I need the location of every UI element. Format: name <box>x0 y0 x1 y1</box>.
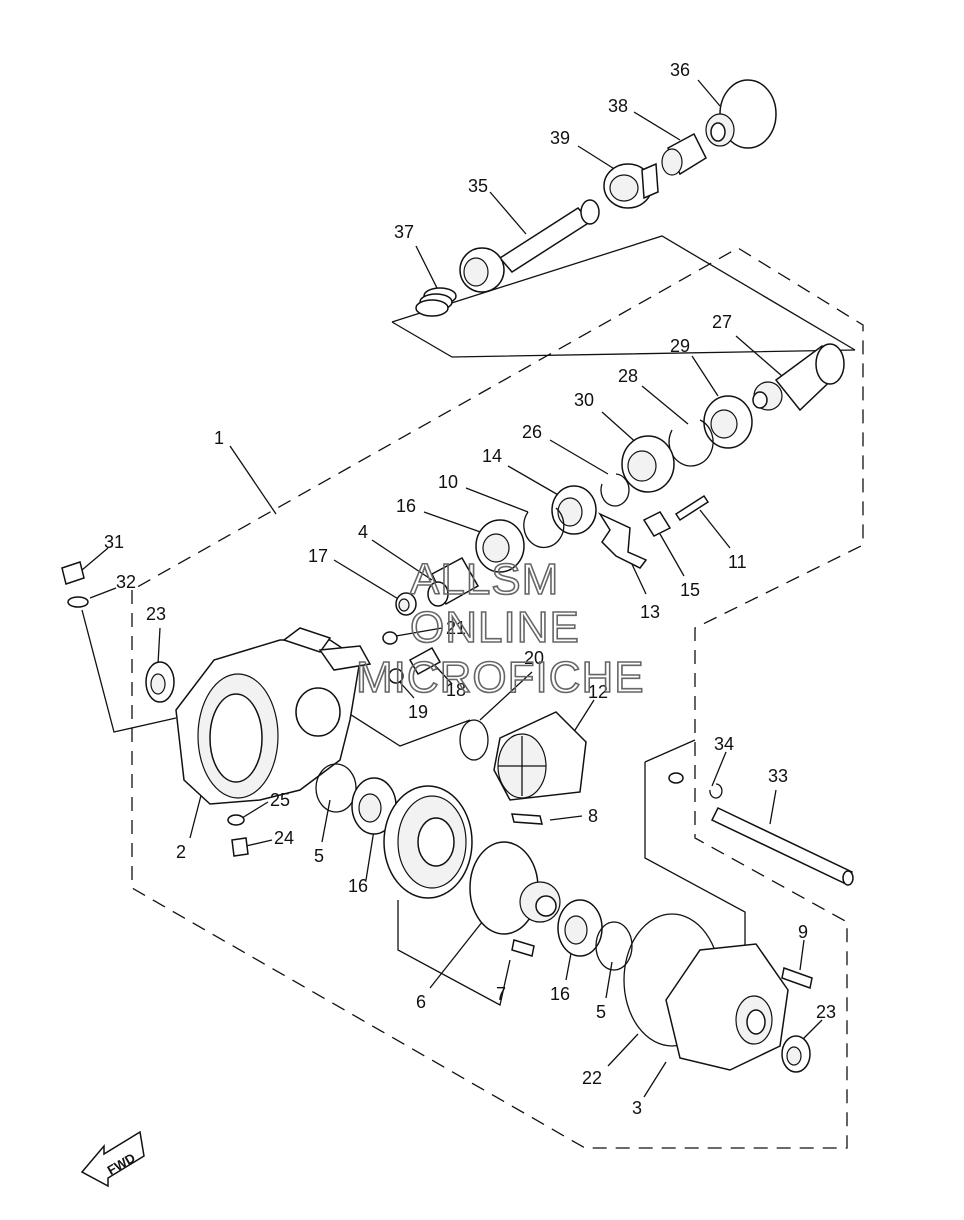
watermark-line-2: ONLINE <box>410 603 580 652</box>
callout-13: 13 <box>640 602 660 622</box>
callout-7: 7 <box>496 984 506 1004</box>
callout-24: 24 <box>274 828 294 848</box>
assembly-outline <box>131 235 864 1149</box>
watermark-line-3: MICROFICHE <box>356 653 645 702</box>
callout-16-right: 16 <box>550 984 570 1004</box>
callout-21: 21 <box>446 618 466 638</box>
callout-18: 18 <box>446 680 466 700</box>
callout-25: 25 <box>270 790 290 810</box>
callout-37: 37 <box>394 222 414 242</box>
watermark: ALLSM ONLINE MICROFICHE <box>355 554 645 703</box>
callout-10: 10 <box>438 472 458 492</box>
callout-9: 9 <box>798 922 808 942</box>
callout-14: 14 <box>482 446 502 466</box>
callout-20: 20 <box>524 648 544 668</box>
callout-35: 35 <box>468 176 488 196</box>
callout-22: 22 <box>582 1068 602 1088</box>
callout-33: 33 <box>768 766 788 786</box>
callout-labels: 1 2 3 4 5 5 6 7 8 9 10 11 12 13 14 15 16… <box>104 60 836 1118</box>
callout-12: 12 <box>588 682 608 702</box>
callout-26: 26 <box>522 422 542 442</box>
callout-2: 2 <box>176 842 186 862</box>
callout-39: 39 <box>550 128 570 148</box>
callout-31: 31 <box>104 532 124 552</box>
callout-5-left: 5 <box>314 846 324 866</box>
fwd-arrow-icon: FWD <box>80 1130 145 1188</box>
callout-6: 6 <box>416 992 426 1012</box>
callout-34: 34 <box>714 734 734 754</box>
callout-27: 27 <box>712 312 732 332</box>
callout-30: 30 <box>574 390 594 410</box>
callout-1: 1 <box>214 428 224 448</box>
callout-16-left: 16 <box>348 876 368 896</box>
callout-23-left: 23 <box>146 604 166 624</box>
callout-11: 11 <box>728 552 747 572</box>
callout-32: 32 <box>116 572 136 592</box>
callout-15: 15 <box>680 580 700 600</box>
callout-36: 36 <box>670 60 690 80</box>
callout-5-right: 5 <box>596 1002 606 1022</box>
callout-28: 28 <box>618 366 638 386</box>
callout-17: 17 <box>308 546 328 566</box>
callout-19: 19 <box>408 702 428 722</box>
callout-4: 4 <box>358 522 368 542</box>
callout-29: 29 <box>670 336 690 356</box>
callout-8: 8 <box>588 806 598 826</box>
callout-23-right: 23 <box>816 1002 836 1022</box>
callout-3: 3 <box>632 1098 642 1118</box>
callout-16-top: 16 <box>396 496 416 516</box>
parts <box>61 79 854 1073</box>
callout-38: 38 <box>608 96 628 116</box>
watermark-line-1: ALLSM <box>410 555 559 604</box>
